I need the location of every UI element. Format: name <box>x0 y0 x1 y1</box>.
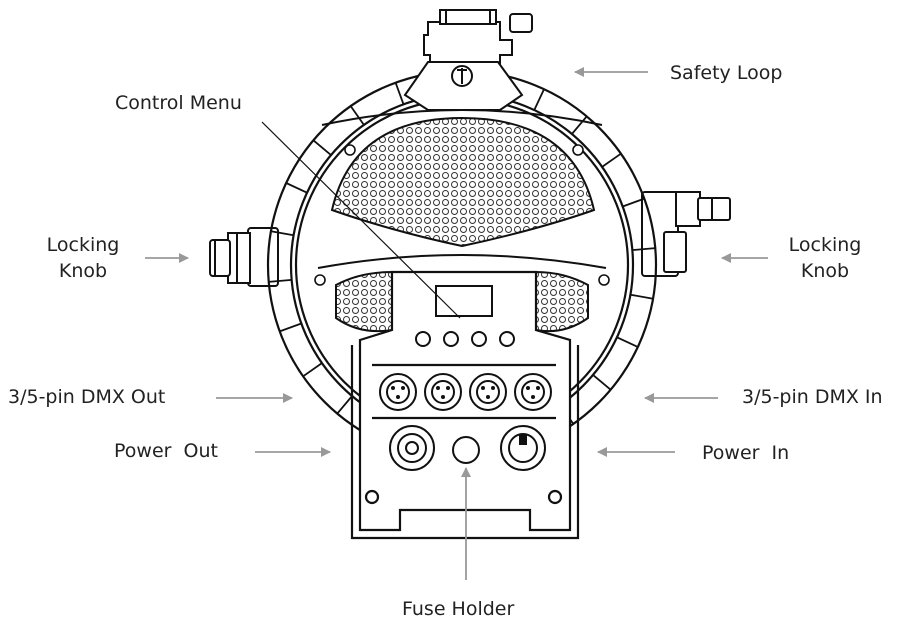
right-yoke-mount <box>641 191 731 277</box>
locking-knob-left-label: Locking Knob <box>46 234 120 282</box>
lower-vent-grilles <box>314 254 610 333</box>
control-menu-panel <box>415 285 515 347</box>
ring-segment-divider <box>336 395 353 415</box>
power-connectors <box>389 425 546 471</box>
control-menu-label: Control Menu <box>115 92 242 114</box>
power-in-label: Power In <box>702 442 790 464</box>
ring-segment-divider <box>533 88 545 111</box>
callout-arrows <box>145 67 768 580</box>
dmx-in-label: 3/5-pin DMX In <box>742 386 883 408</box>
dmx-out-label: 3/5-pin DMX Out <box>8 386 166 408</box>
ring-segment-divider <box>601 152 622 168</box>
ring-segment-divider <box>571 115 588 135</box>
safety-loop-bracket <box>403 9 533 111</box>
left-yoke-mount <box>209 227 279 287</box>
safety-loop-label: Safety Loop <box>670 62 783 84</box>
fuse-holder-label: Fuse Holder <box>402 598 515 620</box>
ring-segment-divider <box>592 374 612 391</box>
control-menu-leader <box>261 121 461 319</box>
dmx-connectors <box>379 373 552 411</box>
ring-segment-divider <box>268 279 292 283</box>
ring-segment-divider <box>312 139 332 156</box>
ring-segment-divider <box>349 105 365 126</box>
ring-segment-divider <box>285 182 308 194</box>
top-vent-grille <box>321 109 603 248</box>
ring-segment-divider <box>616 336 639 348</box>
fuse-holder <box>452 436 480 464</box>
ring-segment-divider <box>622 197 645 208</box>
ring-segment-divider <box>394 82 405 105</box>
ring-segment-divider <box>279 322 302 333</box>
ring-segment-divider <box>270 230 294 237</box>
locking-knob-right-label: Locking Knob <box>788 234 862 282</box>
ring-segment-divider <box>632 247 656 251</box>
power-out-label: Power Out <box>114 440 218 462</box>
ring-segment-divider <box>302 362 323 378</box>
ring-segment-divider <box>630 293 654 300</box>
